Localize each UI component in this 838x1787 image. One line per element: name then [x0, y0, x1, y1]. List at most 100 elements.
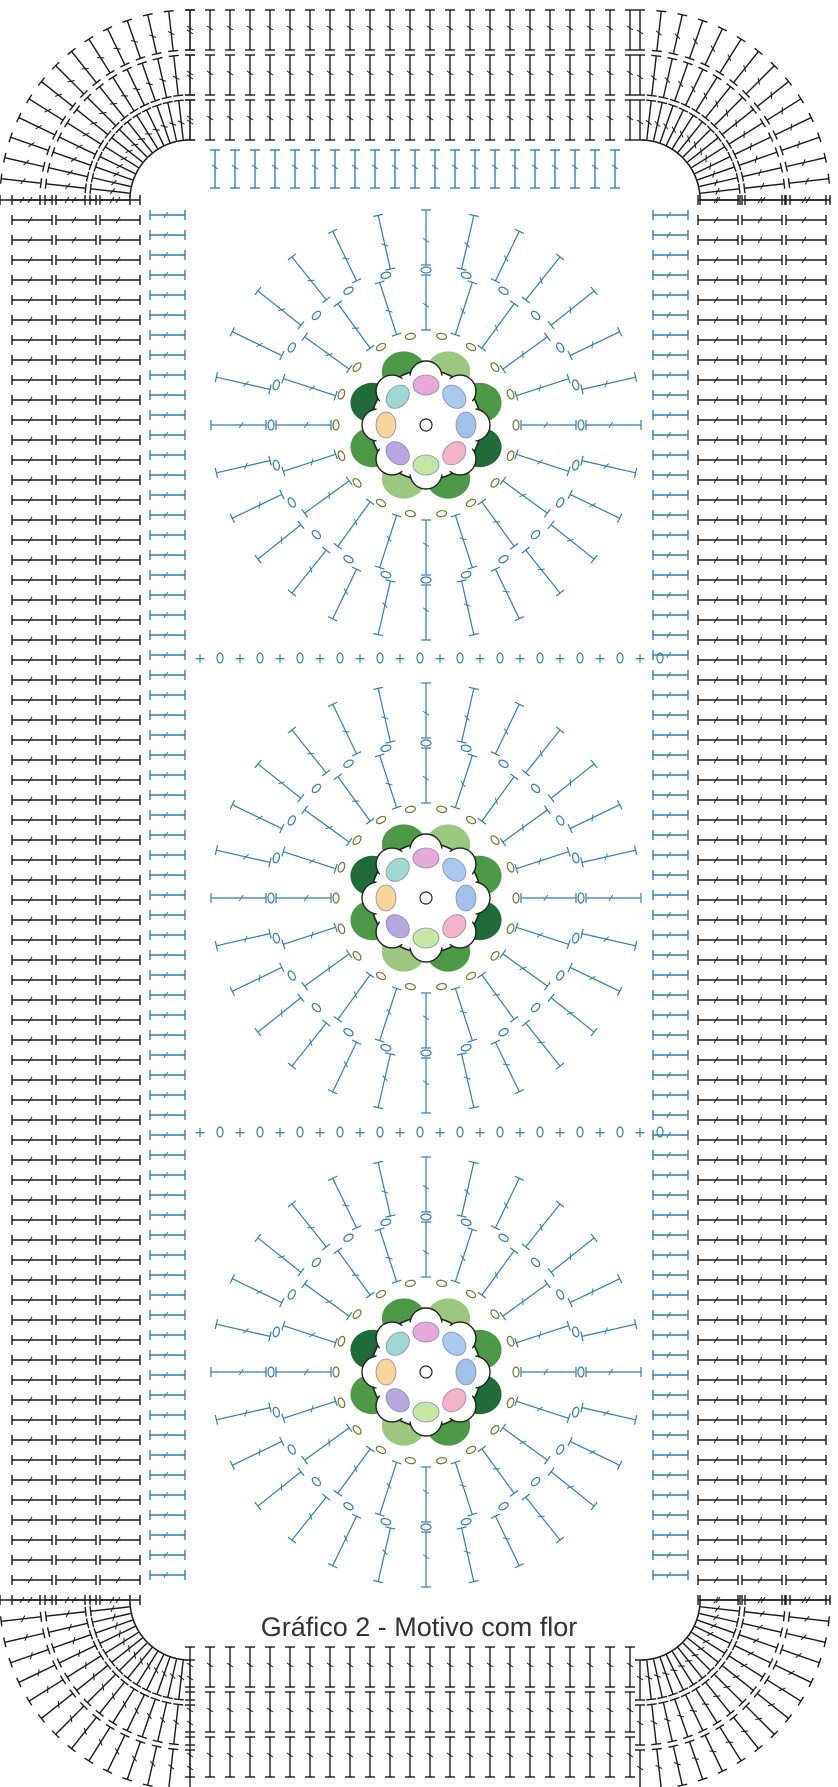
stitch-right [698, 1055, 738, 1065]
stitch-top [485, 10, 495, 50]
stitch-right [786, 755, 826, 765]
stitch-corner [745, 195, 785, 205]
chain-stitch [498, 554, 510, 564]
stitch-left [56, 1055, 96, 1065]
chain-stitch [555, 497, 565, 509]
chain-stitch [465, 815, 477, 825]
stitch-inner-right [653, 610, 688, 620]
stitch-corner [169, 55, 183, 96]
stitch-fan [211, 420, 266, 430]
stitch-inner-right [653, 910, 688, 920]
stitch-top [385, 55, 395, 95]
stitch-inner-right [653, 270, 688, 280]
stitch-right [698, 1515, 738, 1525]
stitch-right [742, 895, 782, 905]
stitch-right [742, 295, 782, 305]
stitch-inner-right [653, 750, 688, 760]
stitch-fan [373, 1161, 395, 1217]
chain-stitch [497, 653, 503, 663]
stitch-inner-right [653, 250, 688, 260]
stitch-top [425, 100, 435, 140]
stitch-left [100, 315, 140, 325]
stitch-fan [215, 372, 271, 394]
stitch-inner-left [150, 310, 185, 320]
stitch-right [786, 555, 826, 565]
stitch-left [56, 835, 96, 845]
chain-stitch [311, 529, 322, 540]
stitch-fan [478, 972, 518, 1022]
stitch-top [485, 100, 495, 140]
stitch-fan [421, 210, 431, 265]
stitch-top [265, 55, 275, 95]
stitch-top [405, 10, 415, 50]
stitch-top [625, 55, 635, 95]
stitch-right [698, 295, 738, 305]
stitch-fan [373, 1053, 395, 1109]
stitch-right [698, 975, 738, 985]
stitch-bottom [465, 1737, 475, 1777]
magic-ring [420, 419, 432, 431]
stitch-left [100, 735, 140, 745]
stitch-left [12, 315, 52, 325]
stitch-left [100, 1015, 140, 1025]
chain-stitch [272, 1407, 280, 1418]
stitch-left [12, 1235, 52, 1245]
chain-stitch [578, 420, 584, 430]
stitch-fan [302, 1424, 352, 1464]
stitch-left [100, 275, 140, 285]
stitch-left [12, 335, 52, 345]
stitch-left [100, 995, 140, 1005]
stitch-top [345, 100, 355, 140]
stitch-left [100, 215, 140, 225]
stitch-bottom [625, 1737, 635, 1777]
stitch-inner-left [150, 1190, 185, 1200]
stitch-right [698, 255, 738, 265]
stitch-inner-right [653, 710, 688, 720]
stitch-left [100, 935, 140, 945]
stitch-left [56, 1195, 96, 1205]
chain-stitch [465, 1289, 477, 1299]
stitch-right [742, 1395, 782, 1405]
stitch-fan [288, 1494, 330, 1543]
stitch-fan [255, 994, 304, 1036]
chain-stitch [572, 1326, 580, 1337]
stitch-right [786, 675, 826, 685]
stitch-fan [522, 547, 564, 596]
stitch-fan [288, 547, 330, 596]
stitch-fan [375, 1461, 402, 1516]
stitch-left [12, 455, 52, 465]
stitch-bottom [565, 1692, 575, 1732]
stitch-left [12, 495, 52, 505]
stitch-inner-right [653, 570, 688, 580]
chain-stitch [380, 571, 391, 579]
stitch-left [56, 215, 96, 225]
stitch-right [742, 1415, 782, 1425]
stitch-left [100, 515, 140, 525]
chain-stitch [617, 653, 623, 663]
chain-stitch [572, 379, 580, 390]
stitch-inner-right [653, 1490, 688, 1500]
stitch-bottom [345, 1692, 355, 1732]
stitch-left [56, 455, 96, 465]
stitch-left [56, 1275, 96, 1285]
stitch-inner-right [653, 1250, 688, 1260]
stitch-inner-right [653, 350, 688, 360]
stitch-bottom [545, 1647, 555, 1687]
chain-stitch [461, 1044, 472, 1052]
stitch-corner [745, 1595, 785, 1605]
chain-stitch [405, 983, 416, 991]
chain-stitch [375, 971, 387, 981]
stitch-inner-right [653, 1290, 688, 1300]
stitch-fan [491, 702, 524, 756]
stitch-left [12, 295, 52, 305]
stitch-corner [700, 195, 740, 205]
stitch-left [100, 1495, 140, 1505]
stitch-left [56, 1215, 96, 1225]
stitch-right [742, 1115, 782, 1125]
stitch-corner [726, 1652, 765, 1682]
stitch-corner [669, 1745, 688, 1786]
stitch-inner-left [150, 370, 185, 380]
stitch-inner-left [150, 1150, 185, 1160]
chain-stitch [577, 1127, 583, 1137]
stitch-left [56, 1235, 96, 1245]
